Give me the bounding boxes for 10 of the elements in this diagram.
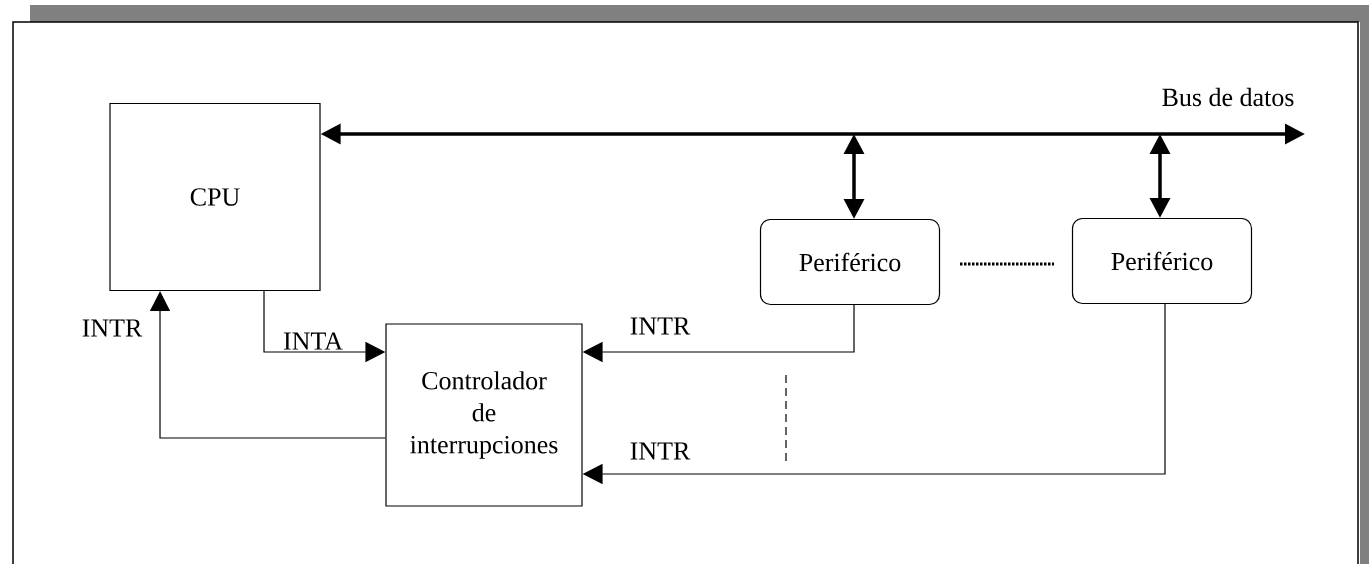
edge-label: INTR: [630, 317, 691, 335]
rounded-box: Periférico: [1071, 217, 1253, 305]
edge-label: INTR: [82, 319, 143, 337]
edge-label: INTA: [283, 332, 343, 350]
edge-label: INTR: [630, 442, 691, 460]
rounded-box: Periférico: [759, 218, 941, 306]
process-box: Controlador de interrupciones: [385, 323, 583, 507]
process-box: CPU: [109, 102, 321, 292]
arrow: [149, 291, 386, 439]
edge-label: Bus de datos: [1162, 87, 1294, 107]
